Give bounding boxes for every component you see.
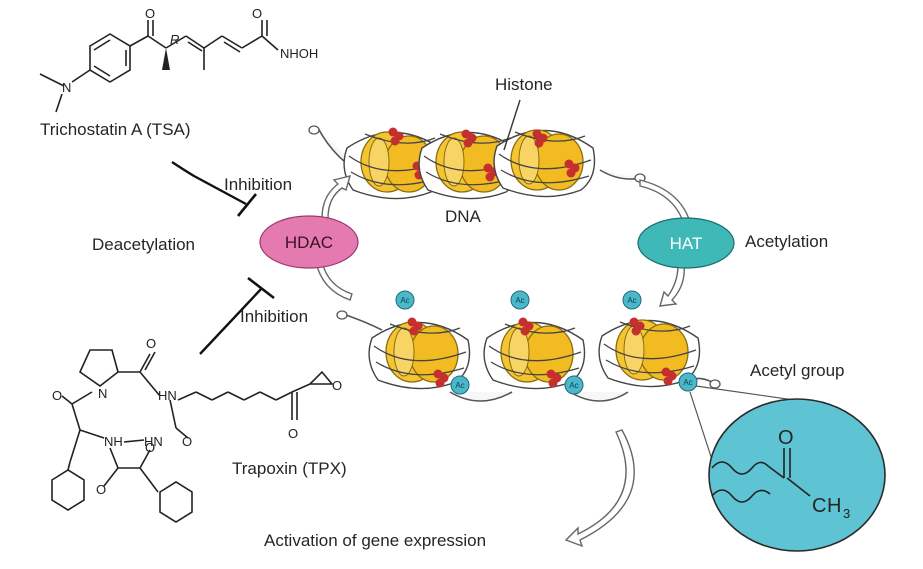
tpx-atom-hn1: HN	[158, 388, 177, 403]
dna-end-top	[308, 125, 320, 135]
activation-label: Activation of gene expression	[264, 531, 486, 550]
acetyl-atom-c: C	[812, 495, 826, 517]
tpx-name: Trapoxin (TPX)	[232, 459, 347, 478]
deacetylation-label: Deacetylation	[92, 235, 195, 254]
tsa-atom-o1: O	[145, 6, 155, 21]
nucleosome-top-3	[493, 129, 596, 198]
acetyl-mark-5: Ac	[622, 290, 642, 310]
tpx-atom-o3: O	[182, 434, 192, 449]
inhibition-bar-tpx	[199, 276, 275, 355]
svg-text:Ac: Ac	[400, 296, 409, 305]
hdac-label: HDAC	[285, 233, 333, 252]
tpx-atom-hn2: HN	[144, 434, 163, 449]
acetylation-label: Acetylation	[745, 232, 828, 251]
histone-label: Histone	[495, 75, 553, 94]
dna-end-bottom-right	[709, 379, 721, 389]
inhibition-bottom-label: Inhibition	[240, 307, 308, 326]
tpx-atom-o7: O	[332, 378, 342, 393]
tsa-atom-r: R	[170, 32, 179, 47]
acetyl-group-label: Acetyl group	[750, 361, 845, 380]
tpx-atom-o1: O	[146, 336, 156, 351]
tpx-atom-n: N	[98, 386, 107, 401]
tsa-atom-o2: O	[252, 6, 262, 21]
acetyl-sub-3: 3	[843, 506, 850, 521]
tsa-atom-n: N	[62, 80, 71, 95]
svg-text:Ac: Ac	[455, 381, 464, 390]
inhibition-bar-tsa	[171, 161, 258, 217]
tpx-structure: N O O HN NH HN O O O O O	[51, 336, 342, 523]
dna-label: DNA	[445, 207, 482, 226]
tsa-atom-nhoh: NHOH	[280, 46, 318, 61]
dna-link-2	[569, 391, 629, 402]
acetyl-atom-h: H	[827, 495, 841, 517]
acetyl-mark-2: Ac	[450, 375, 470, 395]
svg-text:Ac: Ac	[627, 296, 636, 305]
histone-pointer	[503, 99, 521, 151]
cycle-arrow-to-acetylated	[659, 264, 685, 307]
hdac-enzyme: HDAC	[259, 215, 359, 269]
svg-text:Ac: Ac	[569, 381, 578, 390]
acetyl-mark-3: Ac	[510, 290, 530, 310]
tpx-atom-o5: O	[96, 482, 106, 497]
dna-end-bottom	[336, 310, 348, 320]
hat-enzyme: HAT	[637, 217, 735, 269]
hat-label: HAT	[670, 234, 703, 253]
dna-strand-top-right	[599, 169, 641, 180]
svg-text:Ac: Ac	[683, 378, 692, 387]
cycle-arrow-to-deacetylated	[321, 175, 352, 219]
tpx-atom-o6: O	[288, 426, 298, 441]
svg-text:Ac: Ac	[515, 296, 524, 305]
inhibition-top-label: Inhibition	[224, 175, 292, 194]
acetyl-group-inset: O C H 3	[708, 398, 886, 552]
activation-arrow	[564, 429, 635, 548]
dna-strand-bottom	[345, 314, 383, 331]
tpx-atom-nh: NH	[104, 434, 123, 449]
tsa-name: Trichostatin A (TSA)	[40, 120, 191, 139]
acetyl-mark-4: Ac	[564, 375, 584, 395]
acetyl-atom-o: O	[778, 427, 794, 449]
acetyl-mark-1: Ac	[395, 290, 415, 310]
acetyl-mark-6: Ac	[678, 372, 698, 392]
tpx-atom-o2: O	[52, 388, 62, 403]
dna-link-1	[449, 391, 513, 402]
tsa-structure: O O R N NHOH	[39, 6, 318, 113]
tpx-atom-o4: O	[145, 440, 155, 455]
